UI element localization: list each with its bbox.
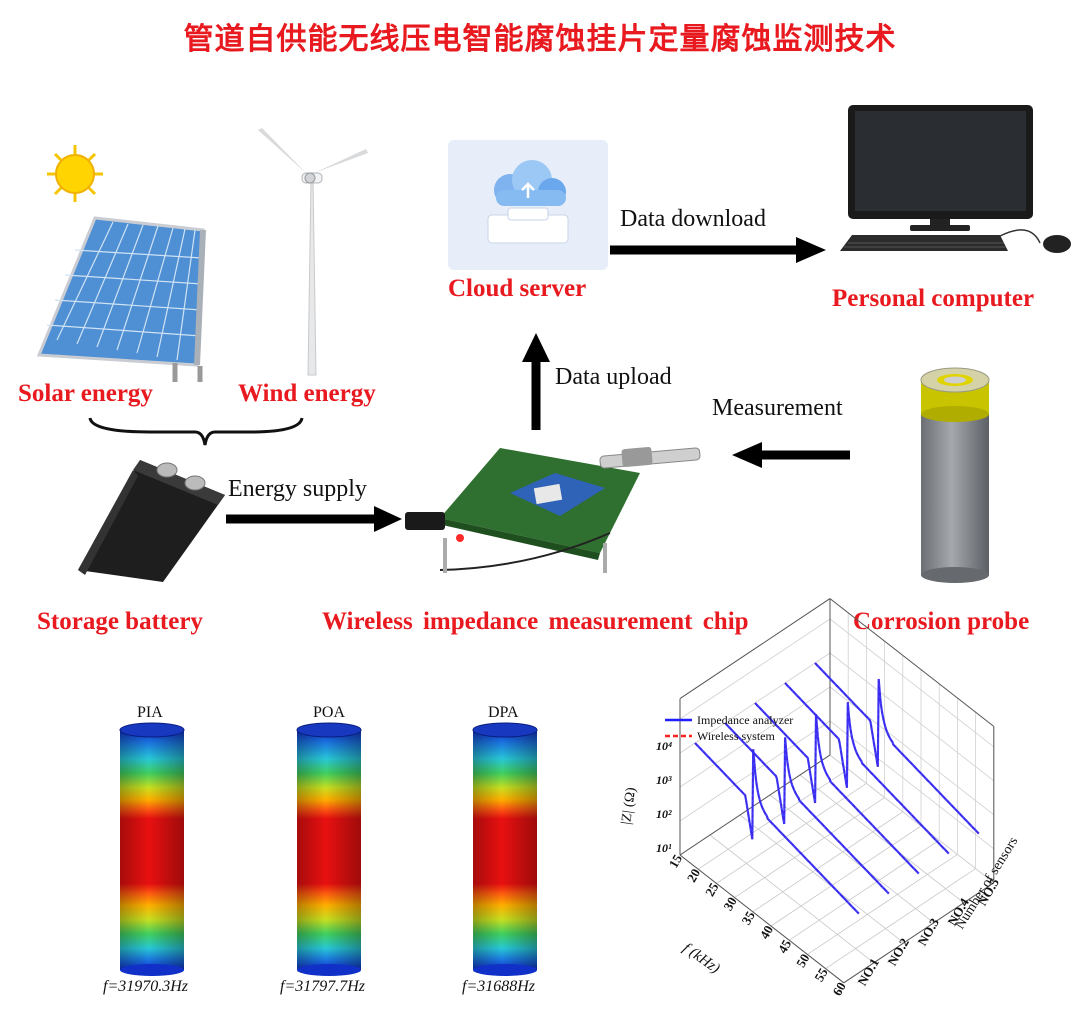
label-storage-battery: Storage battery xyxy=(37,608,203,635)
grid-line xyxy=(770,825,922,927)
x-tick-label: 35 xyxy=(738,908,758,927)
axis-line xyxy=(679,754,831,856)
chart-legend xyxy=(665,718,692,738)
arrow-data-upload xyxy=(522,333,550,430)
x-tick-label: 30 xyxy=(720,894,739,913)
grid-line xyxy=(788,839,940,941)
page-title: 管道自供能无线压电智能腐蚀挂片定量腐蚀监测技术 xyxy=(183,22,897,57)
series-analyzer-4 xyxy=(784,682,950,855)
mode-label-pia: PIA xyxy=(137,704,163,721)
series-analyzer-2 xyxy=(724,722,890,895)
arrow-energy-supply xyxy=(226,506,402,532)
solar-panel-illustration xyxy=(36,145,206,382)
label-energy-supply: Energy supply xyxy=(228,476,367,502)
grid-line xyxy=(807,854,958,955)
chart-frame xyxy=(679,598,995,984)
mode-cylinder-pia xyxy=(119,722,185,976)
grid-line xyxy=(679,618,831,720)
chart-ylabel: |Z| (Ω) xyxy=(619,786,639,825)
x-tick-label: 60 xyxy=(829,980,848,999)
arrow-data-download xyxy=(610,237,826,263)
corrosion-probe-illustration xyxy=(920,367,990,583)
mode-cylinder-dpa xyxy=(472,722,538,976)
grid-line xyxy=(739,814,905,944)
chart-series xyxy=(694,662,980,915)
mode-freq-pia: f=31970.3Hz xyxy=(103,978,189,995)
chart-xlabel: f (kHz) xyxy=(680,940,723,977)
x-tick-label: 45 xyxy=(775,937,795,956)
grid-line xyxy=(769,794,935,924)
battery-terminals xyxy=(156,462,206,491)
label-wind-energy: Wind energy xyxy=(238,380,376,407)
y-tick-label: 10⁴ xyxy=(656,739,672,753)
mode-label-poa: POA xyxy=(313,704,346,721)
arrow-measurement xyxy=(732,442,850,468)
label-data-download: Data download xyxy=(620,206,766,232)
grid-line xyxy=(829,686,995,816)
grid-line xyxy=(734,797,885,898)
legend-label-wireless: Wireless system xyxy=(697,729,776,743)
grid-line xyxy=(829,652,995,782)
solar-wind-brace xyxy=(88,417,304,446)
y-tick-label: 10¹ xyxy=(656,841,672,855)
cloud-icon xyxy=(494,160,566,206)
grid-line xyxy=(799,774,965,904)
grid-line xyxy=(752,811,904,913)
mode-label-dpa: DPA xyxy=(488,704,519,721)
label-measurement: Measurement xyxy=(712,395,843,421)
legend-label-analyzer: Impedance analyzer xyxy=(697,713,793,727)
flow-arrows xyxy=(88,237,850,532)
grid-line xyxy=(716,783,867,884)
mode-freq-poa: f=31797.7Hz xyxy=(280,978,366,995)
keyboard-icon xyxy=(840,235,1008,251)
mode-cylinder-poa xyxy=(296,722,362,976)
power-jack xyxy=(405,512,445,530)
grid-line xyxy=(825,868,976,969)
grid-line xyxy=(829,754,995,884)
wind-turbine-illustration xyxy=(258,128,368,376)
mouse-icon xyxy=(999,229,1071,253)
chart-zlabel: Number of sensors xyxy=(953,834,1022,932)
grid-line xyxy=(829,618,995,748)
axis-line xyxy=(679,598,831,700)
label-personal-computer: Personal computer xyxy=(832,285,1035,312)
label-cloud-server: Cloud server xyxy=(448,275,587,302)
axis-line xyxy=(829,598,995,727)
axis-line xyxy=(679,854,845,984)
grid-line xyxy=(697,768,849,870)
x-tick-label: 55 xyxy=(811,965,831,984)
grid-line xyxy=(829,720,995,850)
label-corrosion-probe: Corrosion probe xyxy=(853,608,1030,635)
wireless-chip-illustration xyxy=(405,446,701,573)
label-data-upload: Data upload xyxy=(555,364,672,390)
storage-battery-illustration xyxy=(78,460,225,582)
x-tick-label: 25 xyxy=(702,880,722,899)
sun-icon xyxy=(47,145,103,202)
label-solar-energy: Solar energy xyxy=(18,380,153,407)
mode-shape-cylinders xyxy=(119,722,538,976)
series-analyzer-1 xyxy=(694,742,860,915)
x-tick-label: 20 xyxy=(684,866,703,885)
mode-freq-dpa: f=31688Hz xyxy=(462,978,536,995)
series-analyzer-3 xyxy=(754,702,920,875)
grid-line xyxy=(709,834,875,964)
x-tick-label: 40 xyxy=(757,923,776,942)
cloud-server-illustration xyxy=(448,140,608,270)
y-tick-label: 10² xyxy=(656,807,672,821)
probe-connector xyxy=(599,446,701,469)
axis-line xyxy=(843,882,995,984)
impedance-3d-chart: 1520253035404550556010¹10²10³10⁴NO.1NO.2… xyxy=(619,598,1022,999)
series-analyzer-5 xyxy=(814,662,980,835)
label-wireless-chip: Wireless impedance measurement chip xyxy=(322,608,749,635)
monitor-icon xyxy=(848,105,1033,231)
y-tick-label: 10³ xyxy=(656,773,672,787)
x-tick-label: 50 xyxy=(793,951,812,970)
personal-computer-illustration xyxy=(840,105,1071,253)
